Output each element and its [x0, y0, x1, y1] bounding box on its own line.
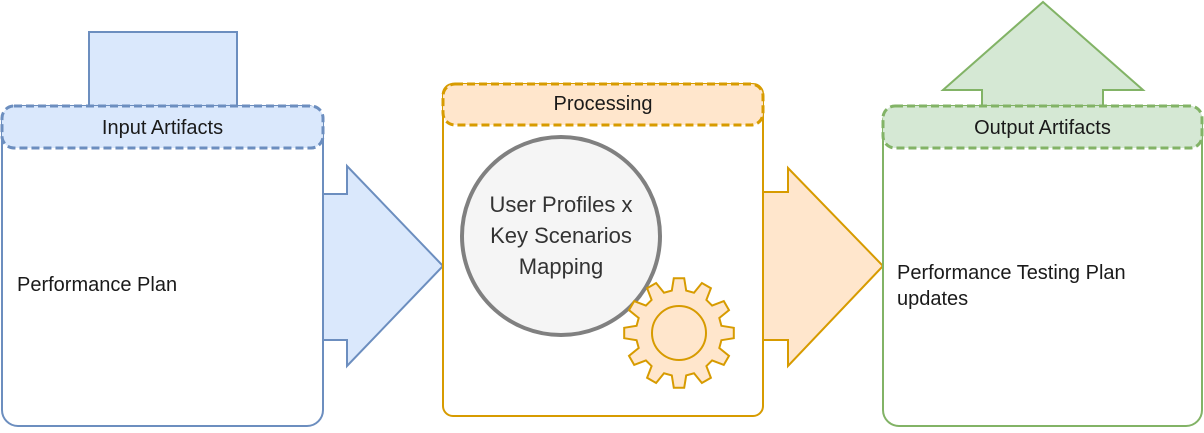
input-artifact-tab — [88, 31, 238, 107]
gear-icon — [623, 277, 735, 389]
input-artifacts-title: Input Artifacts — [101, 117, 224, 139]
input-artifacts-container — [1, 105, 324, 427]
processing-header-box — [441, 82, 765, 127]
input-artifacts-header-box — [0, 104, 325, 150]
flow-arrow-processing-to-output — [762, 165, 885, 369]
flow-arrow-input-to-processing — [322, 163, 445, 369]
mapping-circle — [460, 135, 662, 337]
output-artifact-item: Performance Testing Plan updates — [897, 262, 1126, 310]
processing-title: Processing — [553, 93, 653, 115]
output-artifacts-header-box — [881, 104, 1204, 150]
output-artifacts-title: Output Artifacts — [974, 117, 1111, 139]
mapping-circle-label: User Profiles x Key Scenarios Mapping — [489, 192, 633, 279]
input-artifact-item: Performance Plan — [17, 274, 178, 296]
output-upload-arrow — [940, 0, 1146, 107]
